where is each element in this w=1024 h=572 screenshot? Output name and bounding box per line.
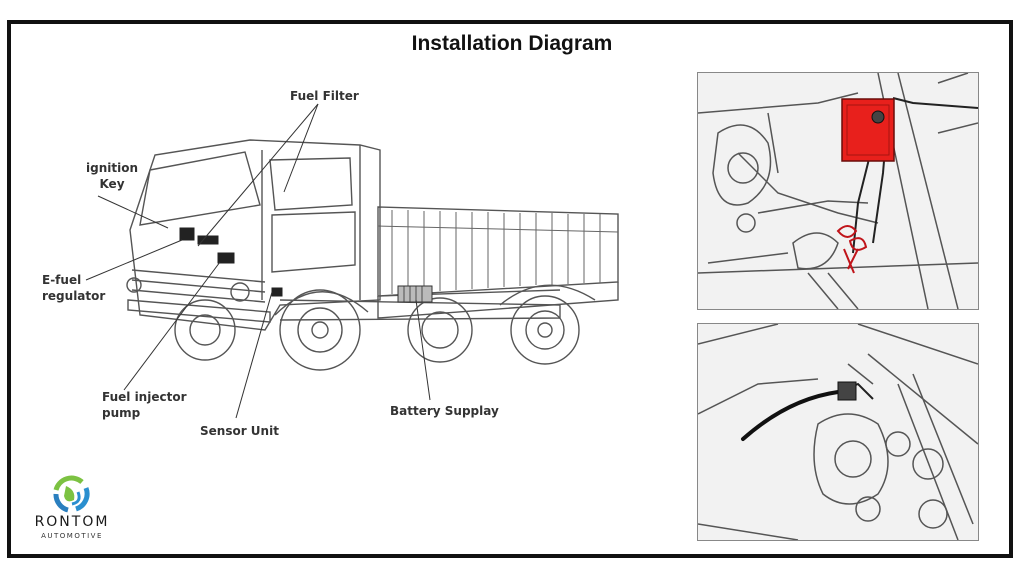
label-fuel-injector-pump: Fuel injector pump — [102, 390, 187, 420]
logo-name: RONTOM — [34, 514, 110, 530]
label-battery-supply: Battery Supplay — [390, 404, 499, 418]
label-e-fuel-regulator: E-fuel regulator — [42, 273, 106, 303]
photo-regulator-installation — [697, 72, 979, 310]
photo-injector-pump-installation — [697, 323, 979, 541]
label-sensor-unit: Sensor Unit — [200, 424, 279, 438]
red-regulator-box — [841, 98, 895, 162]
diagram-title: Installation Diagram — [411, 32, 613, 55]
label-fuel-filter: Fuel Filter — [290, 89, 359, 103]
logo-tagline: AUTOMOTIVE — [41, 532, 103, 540]
label-ignition-key: ignition Key — [86, 161, 138, 191]
